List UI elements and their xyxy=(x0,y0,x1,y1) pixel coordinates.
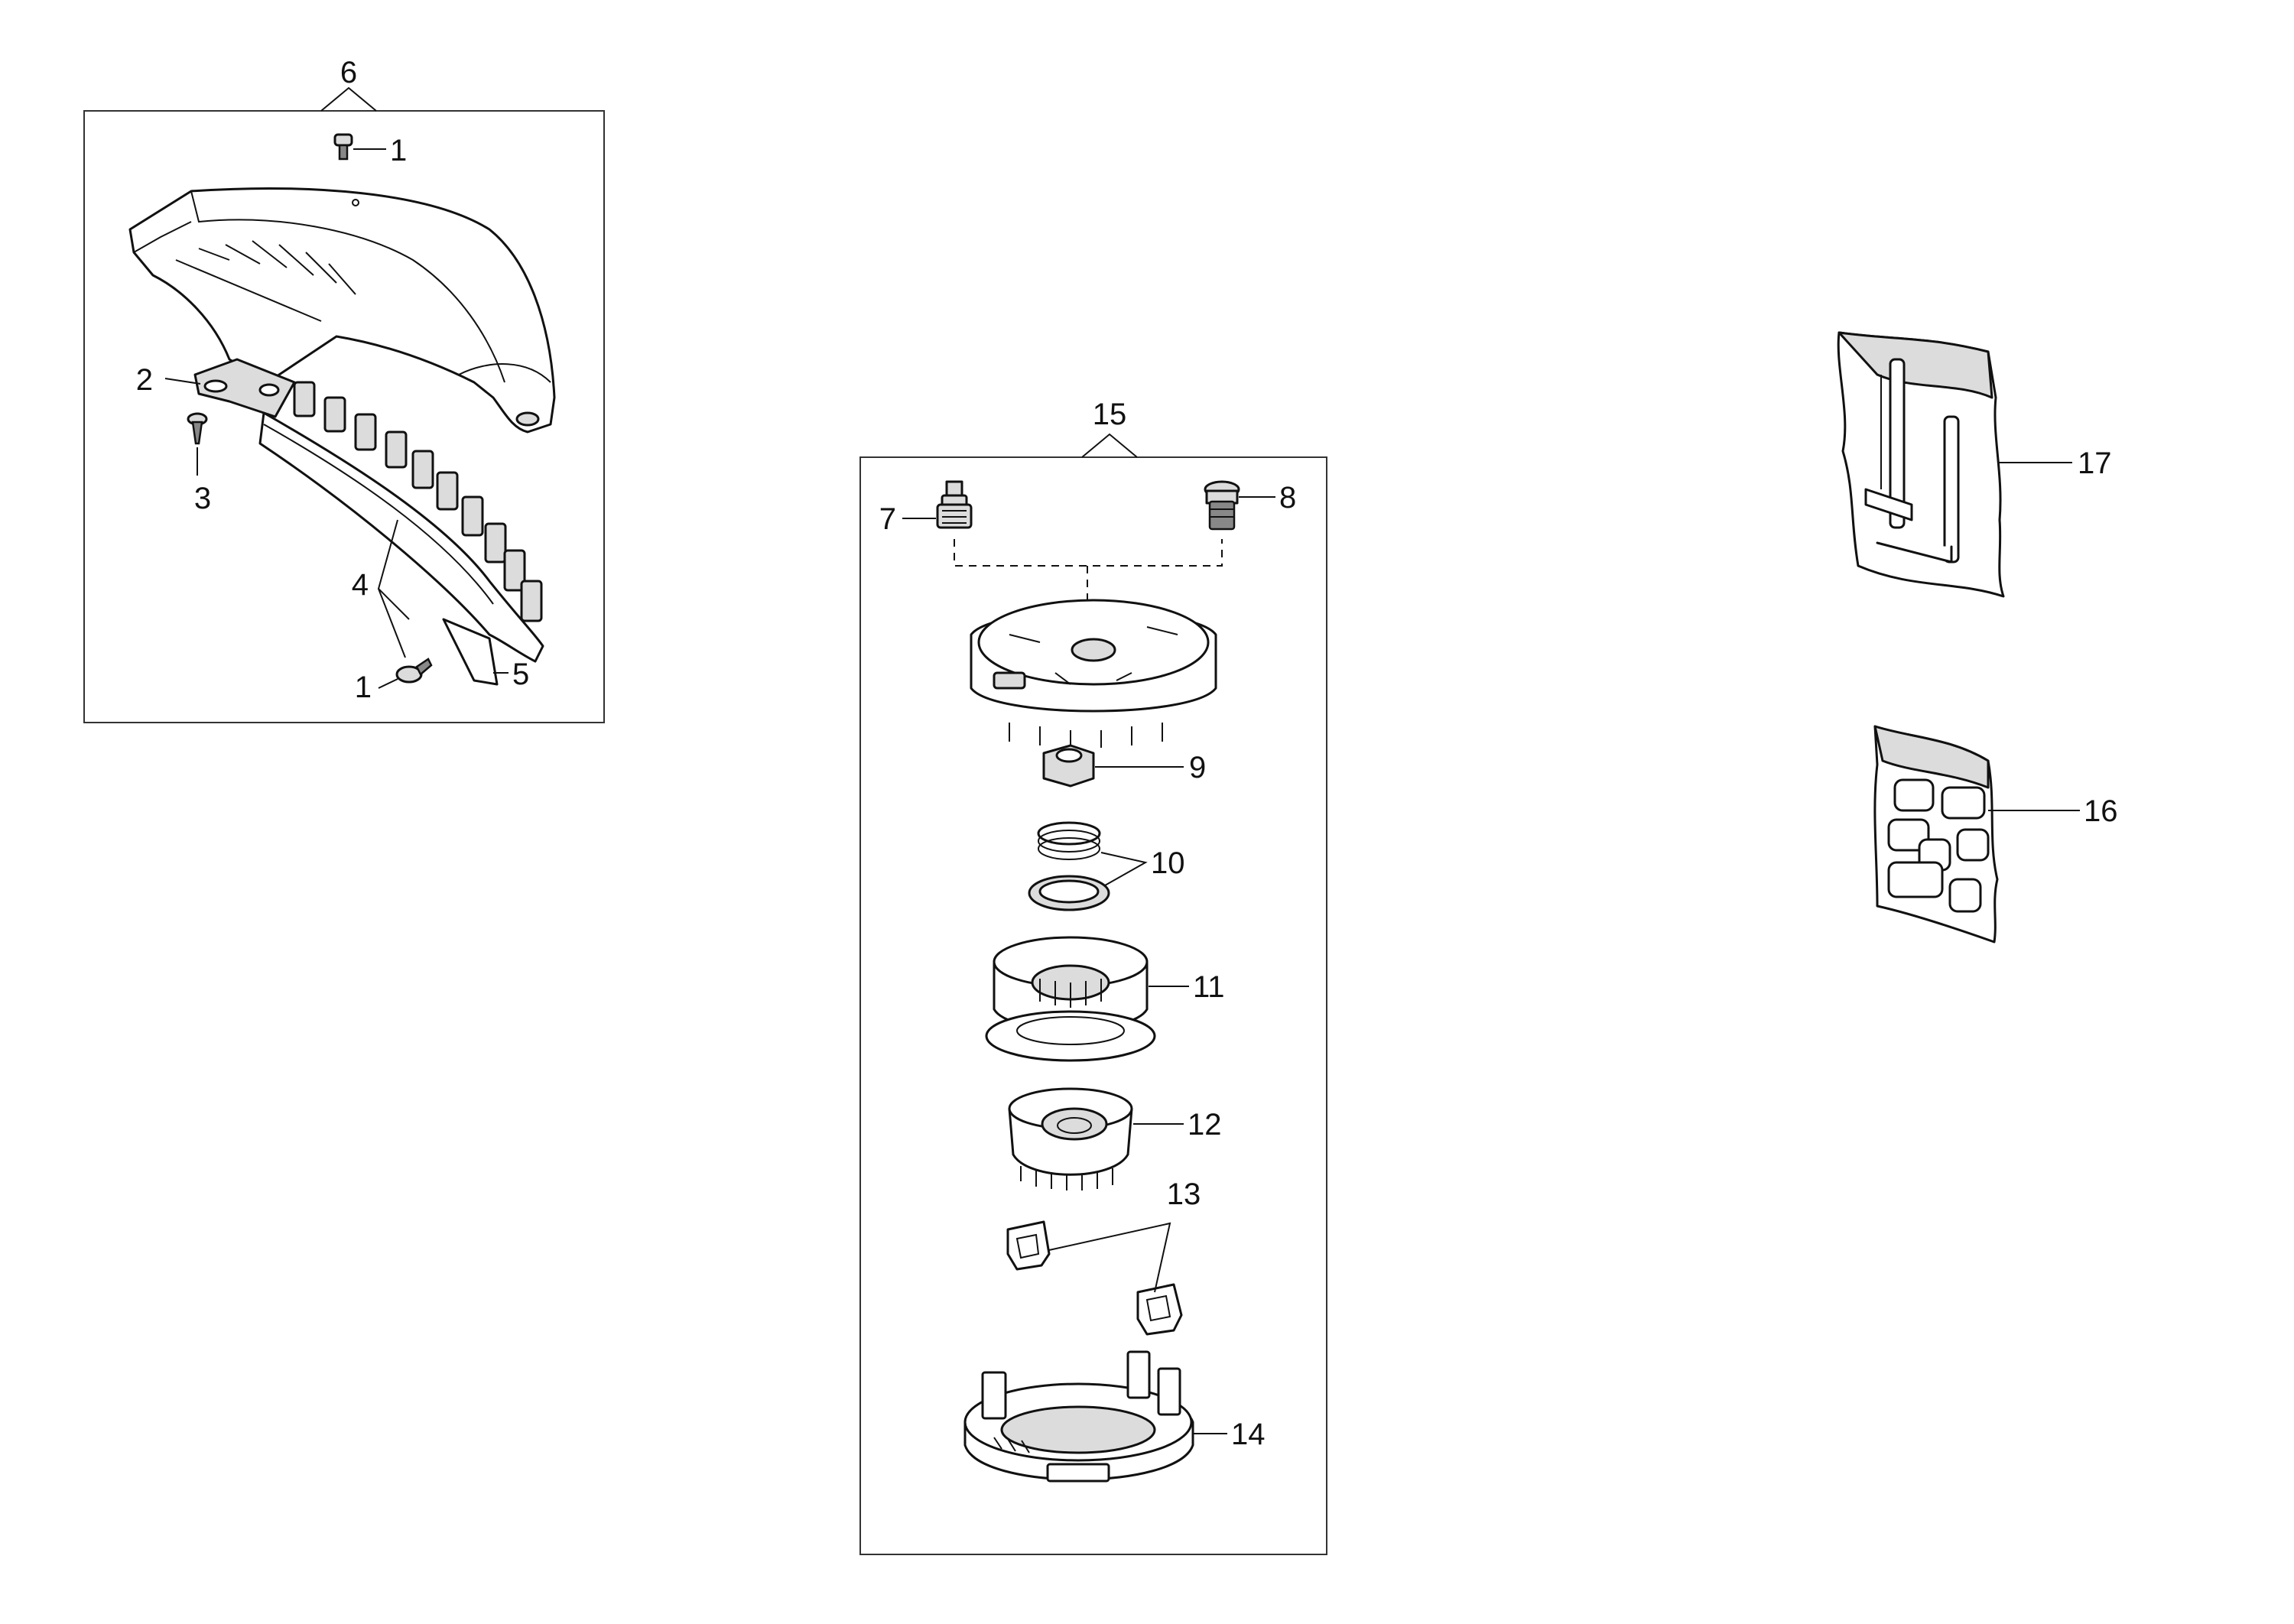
callout-6: 6 xyxy=(340,56,357,89)
part-10-spring-washer xyxy=(1028,821,1110,911)
callout-5: 5 xyxy=(512,658,529,691)
guard-assembly-group: 6 1 2 xyxy=(83,56,605,723)
part-1-screw-bottom xyxy=(395,658,433,684)
part-2-bracket xyxy=(193,358,296,418)
part-13-eyelet-right xyxy=(1136,1283,1183,1336)
dashed-connector xyxy=(954,539,1223,642)
leader-4b xyxy=(378,588,406,658)
part-14-base xyxy=(963,1350,1194,1483)
group-15-bracket xyxy=(1081,433,1138,458)
part-8-nut xyxy=(1204,480,1240,531)
part-7-bolt xyxy=(936,480,973,529)
part-12-housing xyxy=(1008,1087,1133,1190)
leader-2 xyxy=(164,378,201,385)
callout-15: 15 xyxy=(1093,398,1127,431)
part-5-blade xyxy=(442,618,499,686)
callout-11: 11 xyxy=(1193,970,1225,1004)
callout-3: 3 xyxy=(194,482,211,515)
leader-1-bottom xyxy=(378,678,398,689)
part-9-hex-nut xyxy=(1042,744,1095,788)
part-13-eyelet-left xyxy=(1006,1220,1051,1271)
guard-assembly-frame xyxy=(83,110,605,723)
callout-12: 12 xyxy=(1188,1108,1222,1142)
part-16-pad-kit xyxy=(1873,725,1999,944)
callout-2: 2 xyxy=(136,363,153,397)
callout-10: 10 xyxy=(1151,846,1185,880)
part-17-tool-kit xyxy=(1837,331,2005,598)
part-3-screw xyxy=(187,412,208,445)
callout-13: 13 xyxy=(1167,1177,1201,1211)
callout-9: 9 xyxy=(1189,751,1206,784)
callout-17: 17 xyxy=(2078,447,2112,480)
callout-7: 7 xyxy=(879,502,896,536)
callout-14: 14 xyxy=(1231,1418,1266,1451)
part-1-screw-top xyxy=(333,133,353,161)
part-cover xyxy=(970,599,1217,748)
callout-8: 8 xyxy=(1279,481,1296,515)
callout-16: 16 xyxy=(2084,794,2118,828)
part-6-guard xyxy=(128,187,556,434)
part-11-spool xyxy=(985,936,1156,1062)
leader-13 xyxy=(1048,1222,1171,1293)
cutter-teeth xyxy=(293,381,543,622)
part-4-blade-holder xyxy=(258,381,544,663)
trimmer-head-group: 15 7 8 xyxy=(859,398,1327,1555)
trimmer-head-frame xyxy=(859,456,1327,1555)
callout-1-bottom: 1 xyxy=(355,671,372,704)
callout-4: 4 xyxy=(352,568,369,602)
group-6-bracket xyxy=(320,86,377,112)
callout-1-top: 1 xyxy=(390,134,407,167)
leader-10 xyxy=(1100,852,1148,886)
